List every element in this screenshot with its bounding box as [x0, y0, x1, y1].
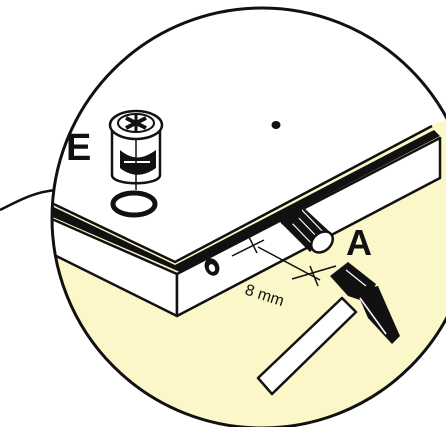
pilot-hole-dot [272, 121, 281, 129]
leader-line [0, 190, 56, 210]
label-e: E [66, 127, 91, 169]
cam-fitting [110, 111, 162, 190]
label-a: A [346, 222, 372, 263]
cam-hole-ring [113, 193, 155, 215]
